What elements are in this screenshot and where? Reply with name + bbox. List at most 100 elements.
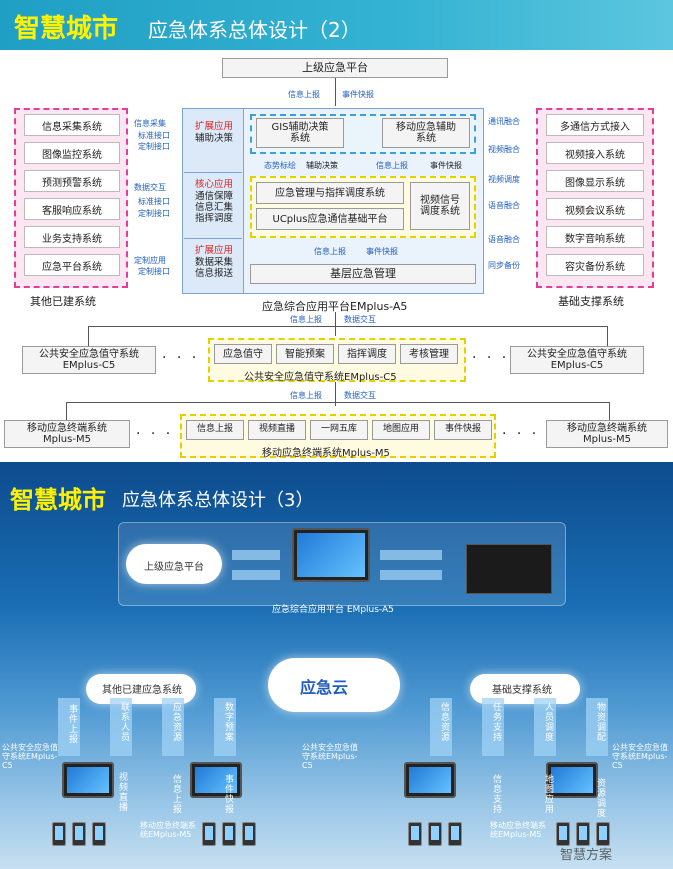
vertical-label: 地图应用 [543,774,553,814]
c5-item-box: 应急值守 [214,344,272,364]
slide-architecture-2: 智慧城市 应急体系总体设计（2） 上级应急平台 信息上报 事件快报 信息采集系统… [0,0,673,458]
link-label: 通讯融合 [488,117,520,126]
ext-app-title: 扩展应用 [194,121,233,132]
dots: · · · [136,426,174,442]
system-box: 客服响应系统 [24,198,120,220]
arrow [380,550,442,560]
link-label: 定制应用 [134,256,166,265]
c5-item-box: 智能预案 [276,344,334,364]
c5-label: 公共安全应急值守系统EMplus-C5 [612,743,668,770]
vertical-label: 视频直播 [117,772,127,812]
core-app-line: 指挥调度 [194,213,233,224]
system-box: 视频会议系统 [546,198,644,220]
arrow [482,698,504,756]
vertical-label: 信息上报 [171,774,181,814]
arrow [430,698,452,756]
c5-terminal [546,762,598,798]
c5-terminal [62,762,114,798]
c5-side-box: 公共安全应急值守系统 EMplus-C5 [510,346,644,374]
m5-side-box: 移动应急终端系统 Mplus-M5 [4,420,130,448]
link-label: 事件快报 [366,247,398,256]
c5-caption: 公共安全应急值守系统EMplus-C5 [244,372,397,383]
server-rack [466,544,552,594]
vertical-label: 事件快报 [223,774,233,814]
vertical-label: 信息支持 [491,774,501,814]
vertical-label: 信息资源 [439,702,449,742]
title-banner: 智慧城市 应急体系总体设计（2） [0,0,673,50]
right-cloud-label: 基础支撑系统 [492,685,552,696]
slide-architecture-3: 智慧城市 应急体系总体设计（3） 上级应急平台 应急综合应用平台 EMplus-… [0,462,673,869]
m5-item-box: 信息上报 [186,420,244,440]
phone-icon [72,822,86,846]
phone-icon [92,822,106,846]
upper-cloud-label: 上级应急平台 [144,562,204,573]
c5-terminal [190,762,242,798]
arrow [162,698,184,756]
link-label: 信息上报 [290,391,322,400]
link-label: 数据交互 [134,183,166,192]
system-box: 图像显示系统 [546,170,644,192]
phone-icon [428,822,442,846]
arrow [110,698,132,756]
ucplus-box: UCplus应急通信基础平台 [256,208,404,230]
phone-icon [222,822,236,846]
group-caption: 其他已建系统 [30,295,96,308]
watermark: 智慧方案 [560,848,613,863]
m5-label: 移动应急终端系统EMplus-M5 [140,821,196,839]
title-text: 应急体系总体设计（2） [148,18,361,42]
system-box: 预测预警系统 [24,170,120,192]
system-box: 容灾备份系统 [546,254,644,276]
vertical-label: 任务支持 [491,702,501,742]
arrow [232,570,280,580]
vertical-label: 人员调度 [543,702,553,742]
ext-app-line: 信息报送 [194,268,233,279]
link-label: 定制接口 [138,209,170,218]
link-label: 标准接口 [138,131,170,140]
arrow [586,698,608,756]
core-app-title: 核心应用 [194,179,233,190]
phone-icon [242,822,256,846]
platform-caption: 应急综合应用平台 EMplus-A5 [272,605,394,615]
phone-icon [408,822,422,846]
link-label: 信息上报 [290,315,322,324]
phone-icon [556,822,570,846]
system-box: 图像监控系统 [24,142,120,164]
m5-item-box: 视频直播 [248,420,306,440]
ext-app-body: 辅助决策 [194,133,233,144]
system-box: 信息采集系统 [24,114,120,136]
m5-item-box: 事件快报 [434,420,492,440]
link-label: 数据交互 [344,315,376,324]
ext-app-title: 扩展应用 [194,245,233,256]
system-box: 业务支持系统 [24,226,120,248]
vertical-label: 物资调配 [595,702,605,742]
link-label: 信息采集 [134,119,166,128]
m5-item-box: 一网五库 [310,420,368,440]
dots: · · · [472,350,510,366]
core-app-line: 通信保障 [194,191,233,202]
arrow [214,698,236,756]
dots: · · · [162,350,200,366]
center-cloud-label: 应急云 [300,678,349,697]
ext-app-line: 数据采集 [194,257,233,268]
link-label: 视频调度 [488,175,520,184]
system-box: 数字音响系统 [546,226,644,248]
phone-icon [52,822,66,846]
vertical-label: 数字预案 [223,702,233,742]
group-caption: 基础支撑系统 [558,295,624,308]
upper-cloud [126,544,222,584]
link-label: 定制接口 [138,142,170,151]
core-app-line: 信息汇集 [194,202,233,213]
c5-item-box: 指挥调度 [338,344,396,364]
link-label: 信息上报 [314,247,346,256]
link-label: 标准接口 [138,197,170,206]
link-label: 数据交互 [344,391,376,400]
mid-label: 态势标绘 [264,161,296,170]
left-cloud-label: 其他已建应急系统 [102,685,182,696]
title-highlight: 智慧城市 [10,486,106,514]
mobile-aid-box: 移动应急辅助 系统 [382,118,470,148]
m5-side-box: 移动应急终端系统 Mplus-M5 [546,420,668,448]
arrow [534,698,556,756]
mid-label: 信息上报 [376,161,408,170]
m5-label: 移动应急终端系统EMplus-M5 [490,821,546,839]
title-highlight: 智慧城市 [14,14,119,44]
